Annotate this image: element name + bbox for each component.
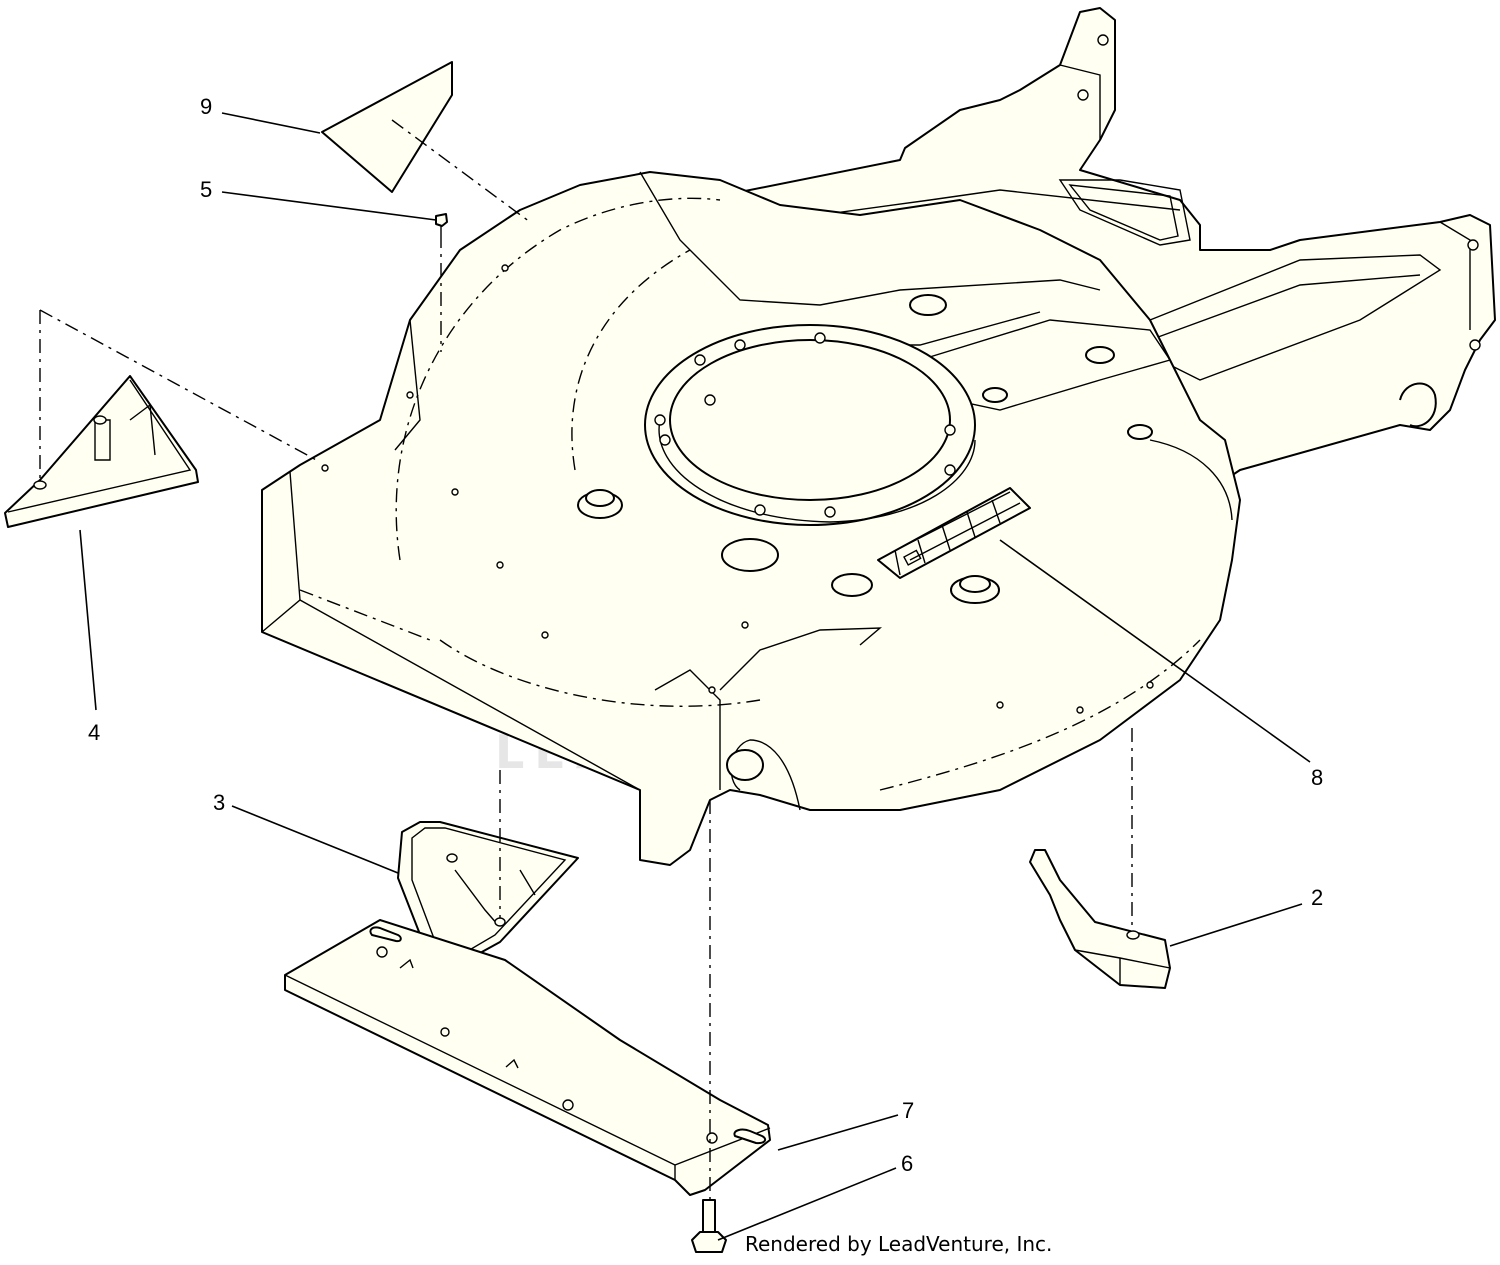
lower-plate-part-7 [284,919,771,1196]
callout-6: 6 [901,1151,913,1176]
deflector-plate-part-9 [321,61,453,193]
leader-line-5 [221,191,437,221]
callout-7: 7 [902,1098,914,1123]
callout-2: 2 [1311,885,1323,910]
leader-lines [79,112,1311,1241]
leader-line-8 [999,539,1311,763]
leader-line-3 [231,805,399,874]
screw-part-5 [435,213,448,234]
rendered-by-credit: Rendered by LeadVenture, Inc. [745,1232,1053,1256]
baffle-insert-part-3 [397,821,579,976]
leader-line-9 [221,112,321,134]
callout-9: 9 [200,94,212,119]
bolt-part-6 [691,1199,727,1253]
mower-deck-housing [261,171,1241,866]
leader-line-4 [79,529,97,711]
callout-5: 5 [200,177,212,202]
leader-line-6 [717,1167,897,1241]
leader-line-2 [1169,903,1303,947]
assembly-line-part-4-angled [39,309,321,463]
callout-labels: 9 5 4 3 8 2 7 6 [88,94,1323,1176]
assembly-lines [39,119,1133,1200]
callout-3: 3 [213,790,225,815]
leader-line-7 [777,1114,899,1151]
callout-4: 4 [88,720,100,745]
callout-8: 8 [1311,765,1323,790]
rear-baffle-part-2 [1029,849,1171,989]
side-baffle-part-4 [4,375,199,528]
warning-decal-part-8 [877,487,1031,579]
